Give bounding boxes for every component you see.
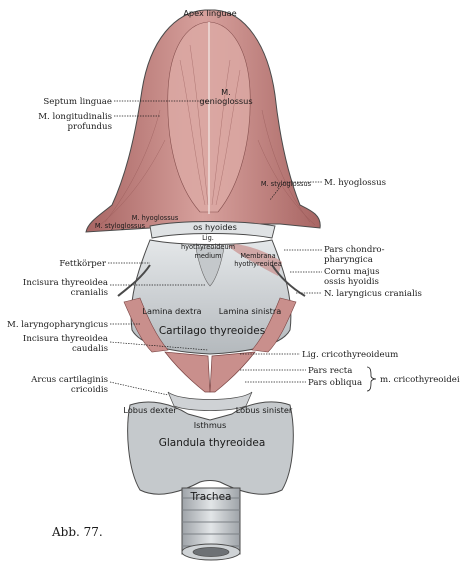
label-incisura-cran-1: Incisura thyreoidea bbox=[23, 278, 108, 288]
m-laryngopharyngicus-left bbox=[123, 297, 169, 353]
label-lamina-dextra: Lamina dextra bbox=[142, 306, 201, 316]
label-trachea: Trachea bbox=[190, 491, 232, 503]
label-cornu-2: ossis hyoidis bbox=[324, 277, 379, 287]
m-cricothyreoidei-left bbox=[164, 351, 211, 393]
m-laryngopharyngicus-right bbox=[251, 297, 297, 353]
label-os-hyoides: os hyoides bbox=[193, 222, 237, 232]
label-apex-linguae: Apex linguae bbox=[183, 8, 236, 18]
m-cricothyreoidei-right bbox=[209, 351, 256, 393]
label-incisura-caud-1: Incisura thyreoidea bbox=[23, 334, 108, 344]
label-lig-hyothyreoideum-1: Lig. bbox=[202, 234, 214, 242]
label-lig-hyothyreoideum-3: medium bbox=[194, 252, 221, 260]
label-cartilago-thyreoides: Cartilago thyreoides bbox=[159, 325, 265, 337]
label-longitudinalis-2: profundus bbox=[68, 122, 112, 132]
muscle-fibers bbox=[99, 44, 316, 226]
label-incisura-cran-2: cranialis bbox=[71, 288, 108, 298]
label-lig-hyothyreoideum-2: hyothyreoideum bbox=[181, 243, 235, 251]
os-hyoides bbox=[149, 221, 276, 239]
label-pars-chondro-1: Pars chondro- bbox=[324, 245, 385, 255]
label-styloglossus-right: M. styloglossus bbox=[261, 180, 312, 188]
label-hyoglossus-internal: M. hyoglossus bbox=[132, 214, 179, 222]
label-genioglossus-2: genioglossus bbox=[199, 96, 252, 106]
label-incisura-caud-2: caudalis bbox=[72, 344, 108, 354]
label-lamina-sinistra: Lamina sinistra bbox=[219, 306, 282, 316]
label-membrana-2: hyothyreoidea bbox=[234, 260, 282, 268]
glandula-thyreoidea bbox=[127, 401, 294, 495]
incisura-thyreoidea bbox=[195, 247, 225, 287]
label-arcus-1: Arcus cartilaginis bbox=[30, 375, 108, 385]
bracket-brace bbox=[366, 366, 377, 392]
label-laryngopharyngicus: M. laryngopharyngicus bbox=[7, 320, 108, 330]
label-styloglossus-left: M. styloglossus bbox=[95, 222, 146, 230]
trachea bbox=[181, 487, 241, 561]
label-m-cricothyreoidei: m. cricothyreoidei bbox=[380, 375, 460, 385]
label-pars-recta: Pars recta bbox=[308, 366, 352, 376]
label-lig-cricothyreoideum: Lig. cricothyreoideum bbox=[302, 350, 398, 360]
label-septum-linguae: Septum linguae bbox=[43, 97, 112, 107]
label-hyoglossus: M. hyoglossus bbox=[324, 178, 386, 188]
label-laryngicus-cranialis: N. laryngicus cranialis bbox=[324, 289, 422, 299]
label-cornu-1: Cornu majus bbox=[324, 267, 380, 277]
label-arcus-2: cricoidis bbox=[71, 385, 108, 395]
cornu-left bbox=[117, 264, 151, 297]
label-isthmus: Isthmus bbox=[194, 420, 227, 430]
figure-caption: Abb. 77. bbox=[51, 525, 103, 539]
label-longitudinalis-1: M. longitudinalis bbox=[38, 112, 112, 122]
arcus-cartilaginis bbox=[167, 391, 253, 411]
label-lobus-dexter: Lobus dexter bbox=[123, 405, 177, 415]
label-membrana-1: Membrana bbox=[240, 252, 275, 260]
label-glandula-thyreoidea: Glandula thyreoidea bbox=[159, 437, 266, 449]
tongue bbox=[85, 9, 321, 233]
label-pars-chondro-2: pharyngica bbox=[324, 255, 373, 265]
label-pars-obliqua: Pars obliqua bbox=[308, 378, 362, 388]
membrana-hyothyreoidea bbox=[228, 244, 282, 276]
leader-lines bbox=[108, 100, 322, 396]
label-genioglossus-1: M. bbox=[221, 87, 231, 97]
label-lobus-sinister: Lobus sinister bbox=[236, 405, 293, 415]
label-fettkoerper: Fettkörper bbox=[59, 259, 107, 269]
cornu-right bbox=[271, 264, 306, 297]
